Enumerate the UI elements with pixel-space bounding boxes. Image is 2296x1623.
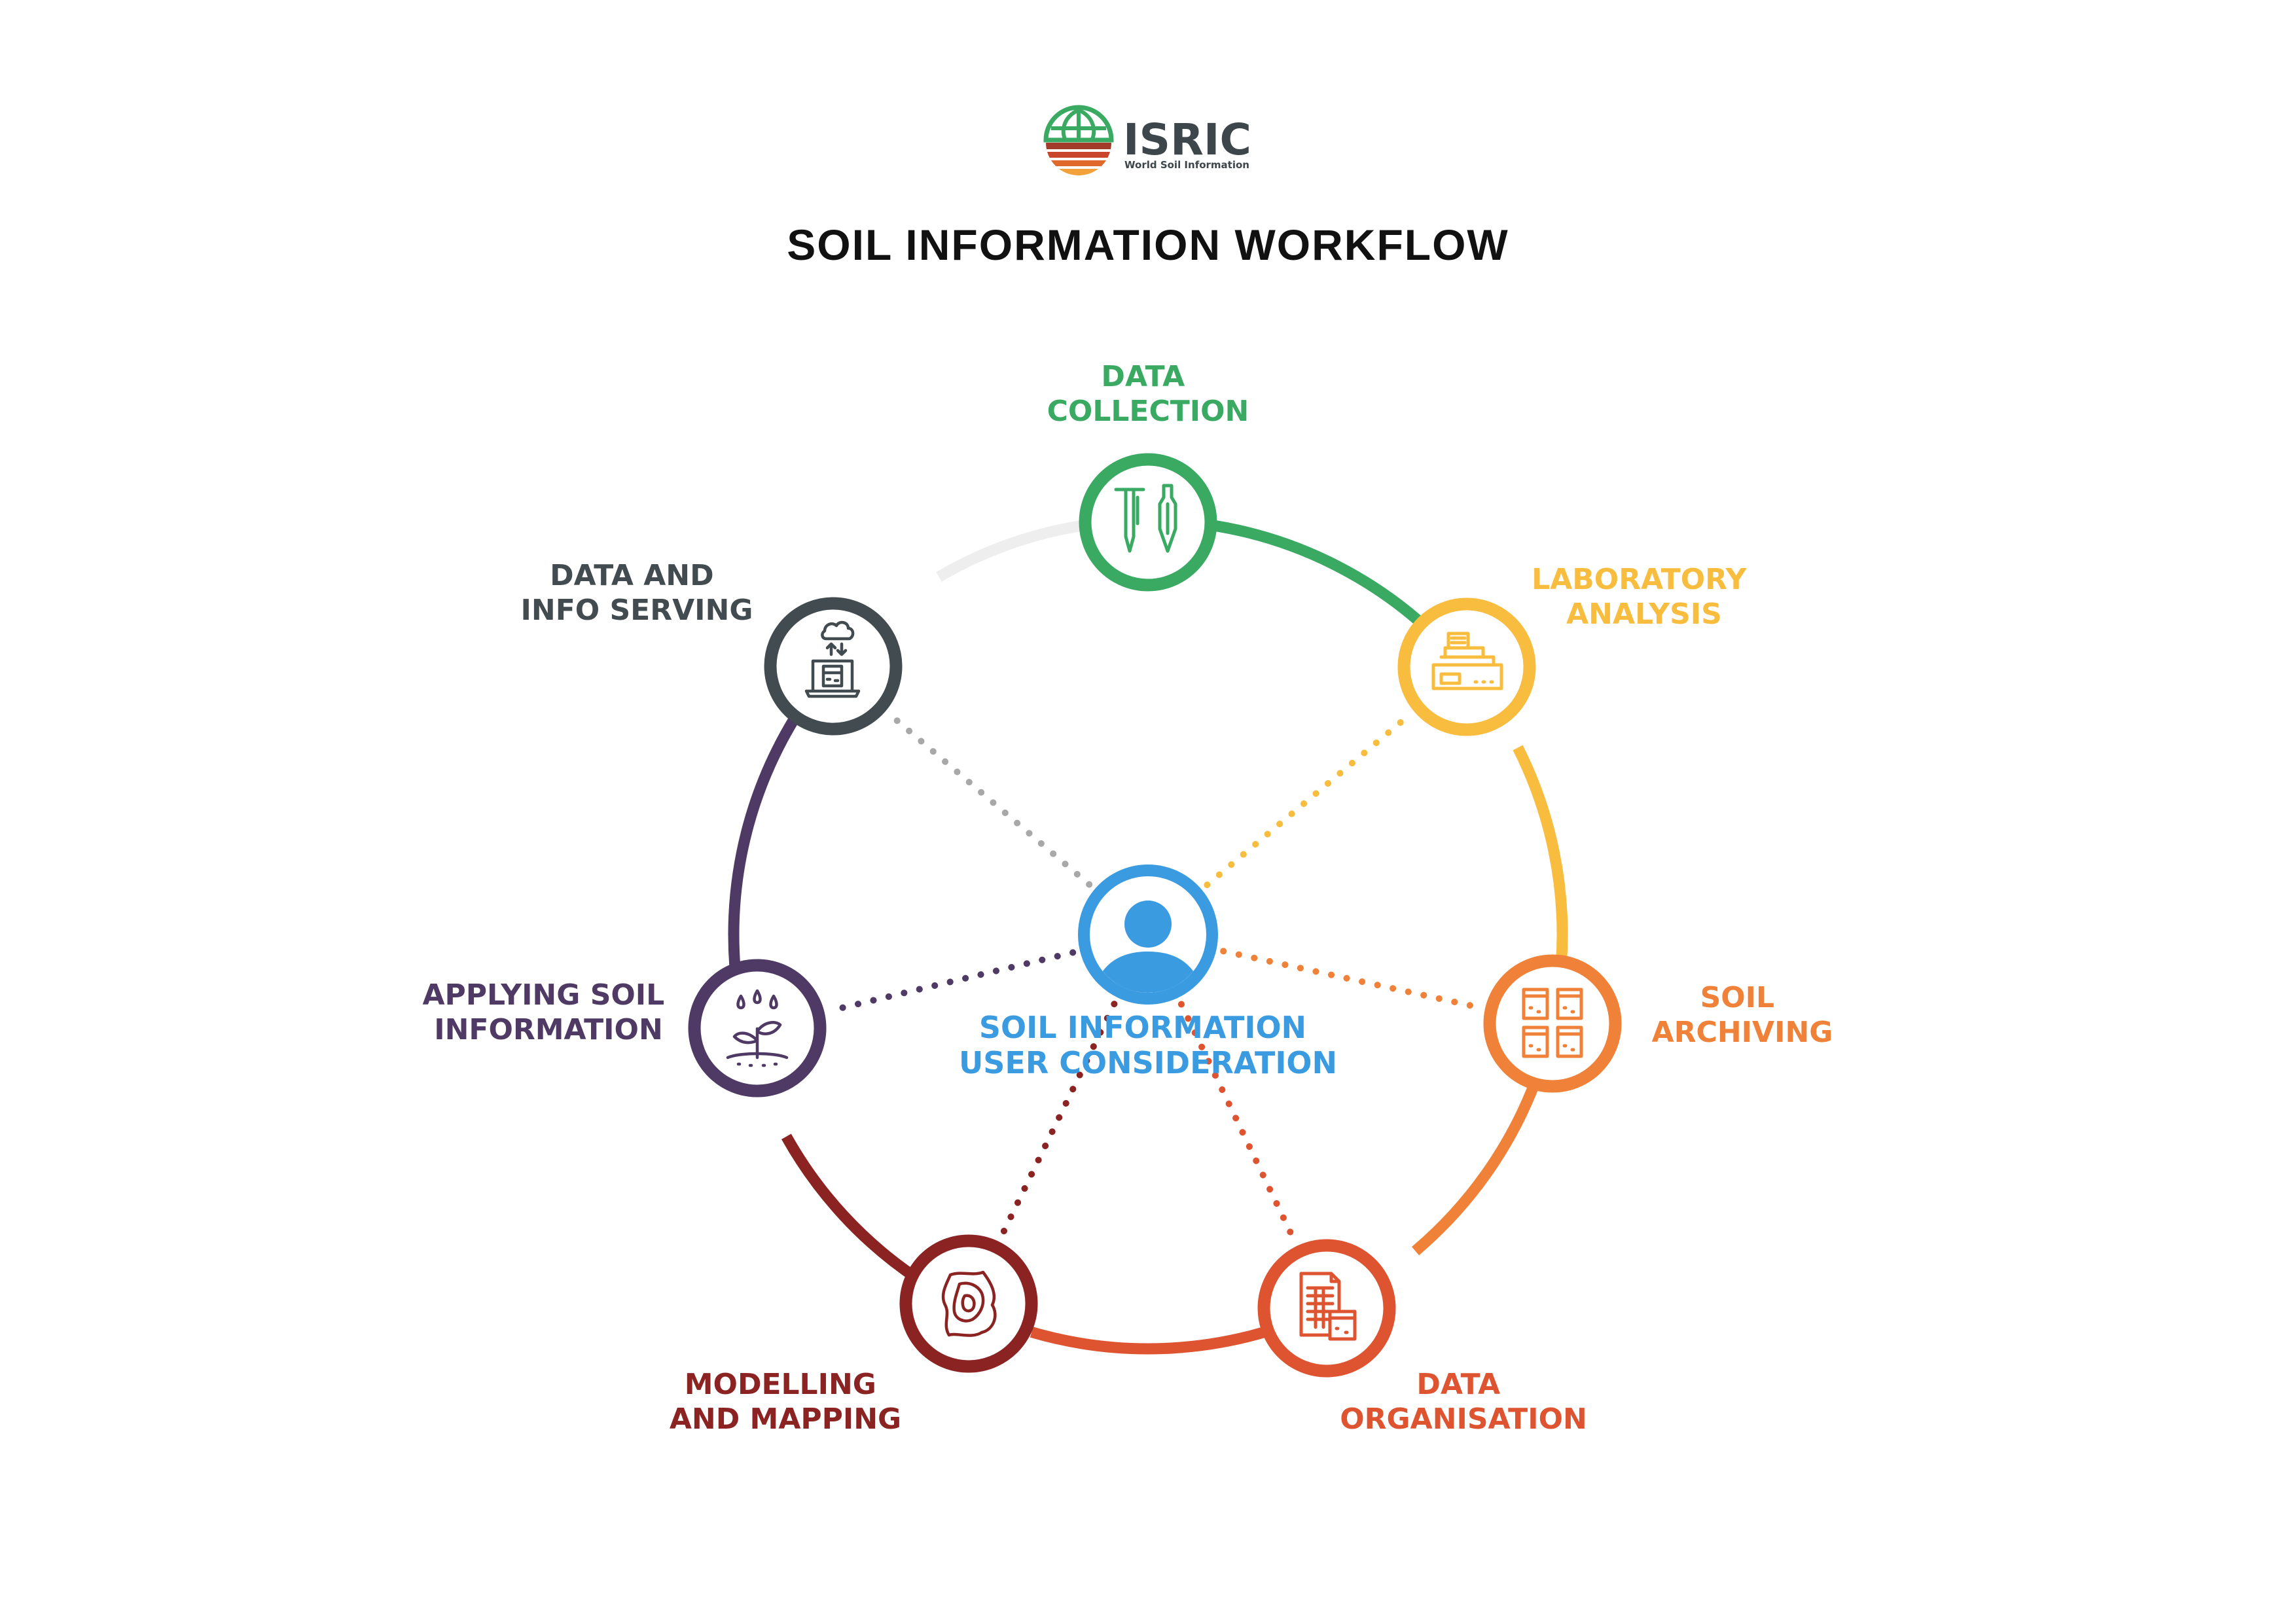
step-data-and-info-serving[interactable]: DATA AND INFO SERVING (521, 559, 903, 736)
step-label-line1: LABORATORY (1532, 563, 1747, 596)
step-data-collection[interactable]: DATA COLLECTION (1047, 360, 1249, 592)
step-label-data-and-info-serving: DATA AND INFO SERVING (521, 559, 753, 627)
logo-tagline: World Soil Information (1124, 159, 1249, 171)
contour-map-icon (941, 1270, 997, 1337)
step-label-soil-archiving: SOIL ARCHIVING (1652, 981, 1833, 1049)
step-label-line1: DATA AND (550, 559, 714, 592)
step-label-laboratory-analysis: LABORATORY ANALYSIS (1532, 563, 1757, 631)
center-user-consideration[interactable]: SOIL INFORMATION USER CONSIDERATION (959, 865, 1337, 1080)
spoke-applying-soil-information (829, 949, 1077, 1014)
step-label-line2: COLLECTION (1047, 395, 1249, 428)
step-applying-soil-information[interactable]: APPLYING SOIL INFORMATION (422, 959, 827, 1097)
step-soil-archiving[interactable]: SOIL ARCHIVING (1483, 954, 1833, 1093)
center-label: SOIL INFORMATION USER CONSIDERATION (959, 1010, 1337, 1080)
workflow-nodes: DATA COLLECTION LABORATORY ANALYSIS (422, 360, 1833, 1436)
step-label-line1: DATA (1416, 1368, 1500, 1401)
ring-segment-data-and-info-serving (936, 519, 1086, 582)
ring-segment-soil-archiving (1412, 1082, 1540, 1256)
spoke-modelling-and-mapping (999, 1001, 1118, 1238)
soil-tools-icon (1114, 484, 1177, 553)
step-label-line1: SOIL (1700, 981, 1775, 1014)
step-label-modelling-and-mapping: MODELLING AND MAPPING (670, 1368, 901, 1436)
center-label-line1: SOIL INFORMATION (979, 1010, 1306, 1045)
step-modelling-and-mapping[interactable]: MODELLING AND MAPPING (670, 1234, 1038, 1436)
logo-name: ISRIC (1123, 115, 1251, 165)
globe-logo-icon (1043, 105, 1114, 175)
step-data-organisation[interactable]: DATA ORGANISATION (1257, 1239, 1587, 1436)
step-laboratory-analysis[interactable]: LABORATORY ANALYSIS (1397, 563, 1757, 736)
spoke-soil-archiving (1220, 948, 1480, 1010)
ring-segment-laboratory-analysis (1513, 745, 1568, 963)
step-label-applying-soil-information: APPLYING SOIL INFORMATION (422, 978, 674, 1046)
step-label-data-organisation: DATA ORGANISATION (1340, 1368, 1587, 1436)
step-label-line2: ANALYSIS (1566, 597, 1722, 631)
step-label-line2: INFO SERVING (521, 594, 753, 627)
step-label-line2: ARCHIVING (1652, 1016, 1833, 1049)
ring-segment-modelling-and-mapping (781, 1133, 922, 1284)
step-label-line1: MODELLING (685, 1368, 876, 1401)
spoke-laboratory-analysis (1204, 713, 1411, 889)
step-label-line1: APPLYING SOIL (422, 978, 664, 1012)
center-label-line2: USER CONSIDERATION (959, 1045, 1337, 1080)
diagram-title: SOIL INFORMATION WORKFLOW (787, 221, 1509, 269)
spoke-data-and-info-serving (888, 713, 1093, 888)
step-label-line2: ORGANISATION (1340, 1402, 1587, 1436)
cloud-server-icon (804, 620, 861, 698)
spoke-connectors (829, 713, 1480, 1242)
isric-logo: ISRIC World Soil Information (1043, 105, 1251, 175)
step-label-line2: INFORMATION (434, 1013, 663, 1046)
sample-jars-icon (1522, 988, 1583, 1058)
plant-water-icon (726, 989, 789, 1067)
step-label-data-collection: DATA COLLECTION (1047, 360, 1249, 428)
step-label-line1: DATA (1101, 360, 1185, 393)
spreadsheet-icon (1299, 1272, 1357, 1341)
lab-equipment-icon (1431, 632, 1503, 690)
step-label-line2: AND MAPPING (670, 1402, 901, 1436)
